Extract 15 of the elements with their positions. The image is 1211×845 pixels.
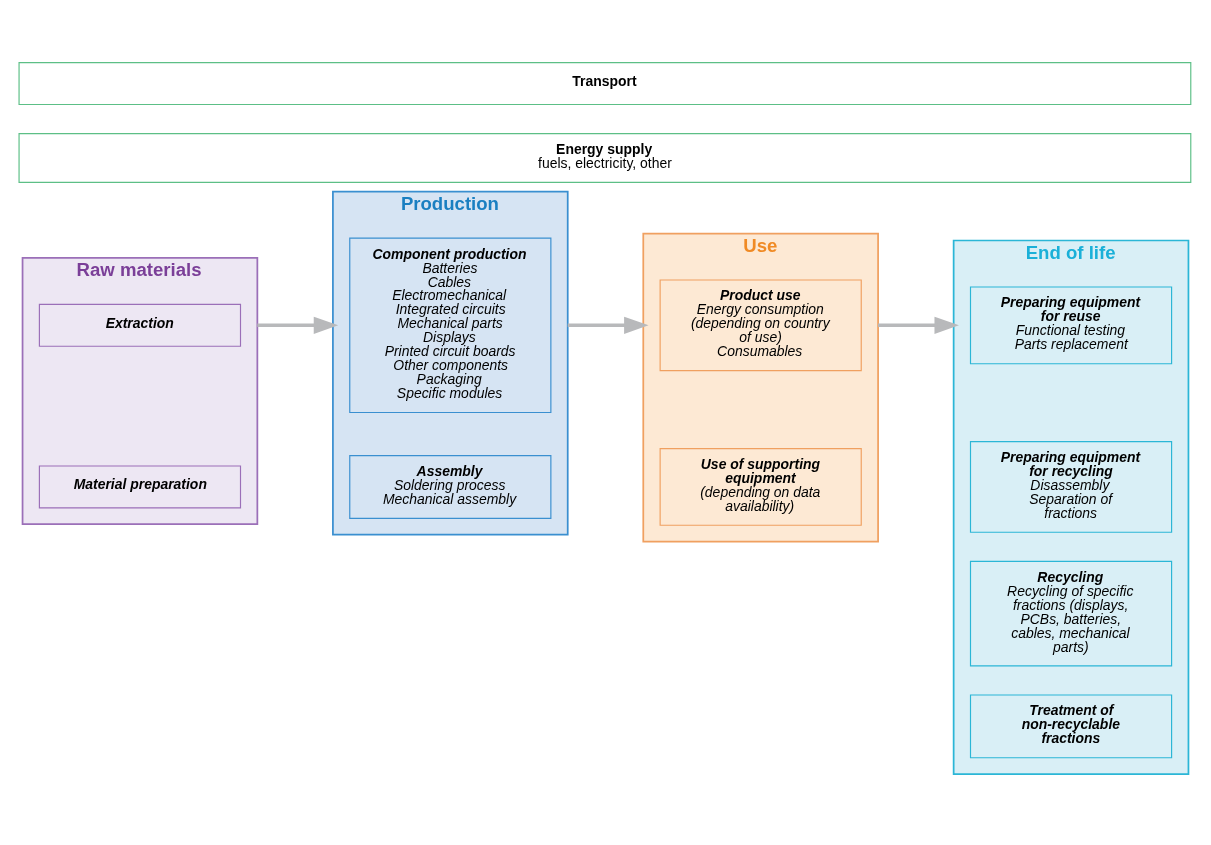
node-box: Material preparation xyxy=(38,464,242,508)
node-box: Treatment of non-recyclable fractions xyxy=(969,693,1173,758)
node-box: Product use Energy consumption (depending on country of use) Consumables xyxy=(659,278,862,371)
arrow xyxy=(567,316,649,334)
node-box: Transport xyxy=(18,61,1192,105)
arrow xyxy=(878,316,959,334)
node-box: Preparing equipment for recycling Disassembly Separation of fractions xyxy=(969,440,1173,533)
node-box: Preparing equipment for reuse Functional testing Parts replacement xyxy=(969,285,1173,364)
node-box: Assembly Soldering process Mechanical assembly xyxy=(349,454,552,519)
node-box: Component production Batteries Cables Electromechanical Integrated circuits Mechanical parts Displays Printed circuit boards Other components Packaging Specific modules xyxy=(349,237,552,413)
node-box: Use of supporting equipment (depending on data availability) xyxy=(659,447,862,526)
arrow xyxy=(257,316,339,334)
node-box: Extraction xyxy=(38,303,242,347)
node-box: Energy supply fuels, electricity, other xyxy=(18,132,1192,183)
node-box: Recycling Recycling of specific fractions (displays, PCBs, batteries, cables, mechanical parts) xyxy=(969,560,1173,667)
